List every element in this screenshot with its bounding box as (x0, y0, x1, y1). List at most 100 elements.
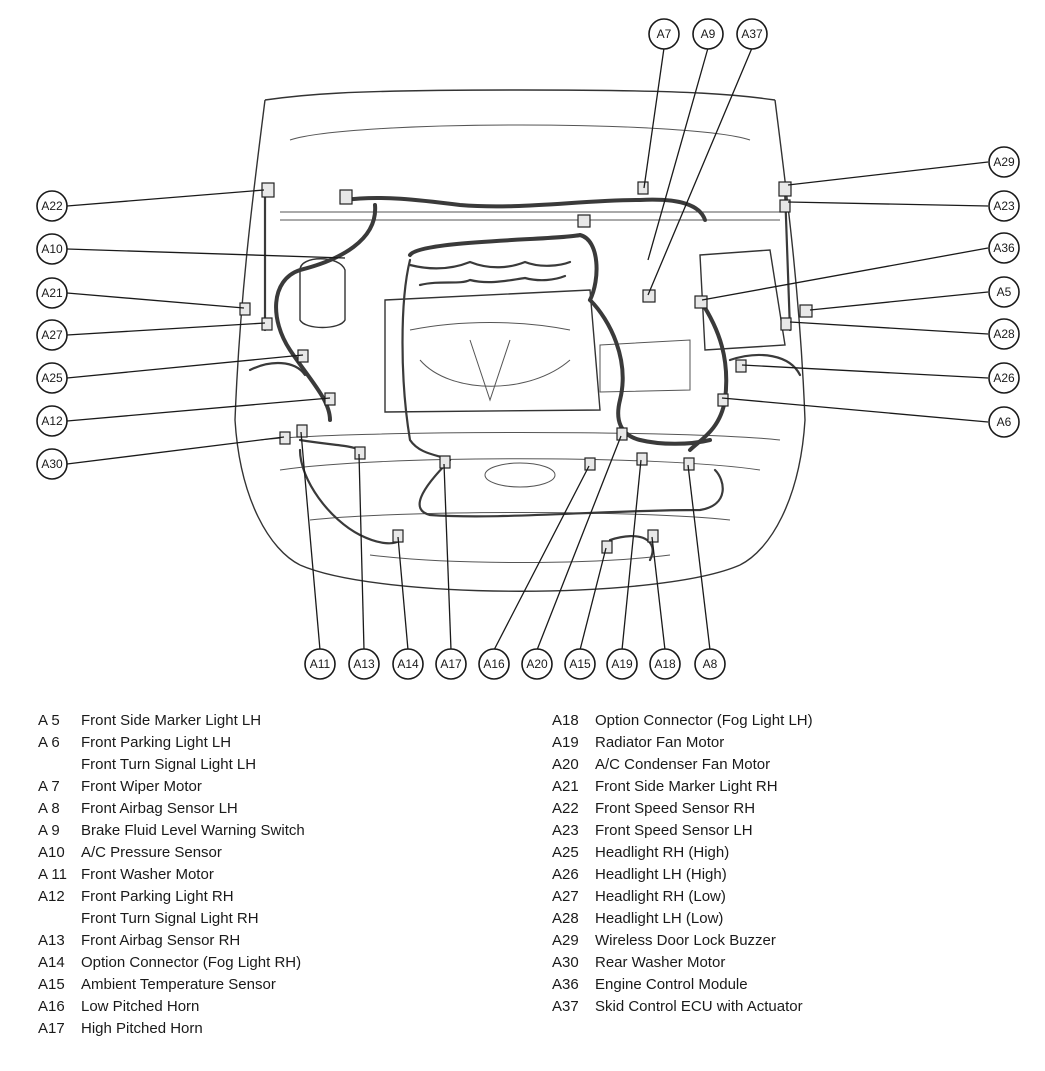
legend-code: A 7 (38, 778, 60, 795)
connector-a19-marker (636, 452, 648, 466)
callout-label: A18 (654, 657, 676, 671)
legend-description: A/C Pressure Sensor (81, 844, 222, 861)
legend-code: A21 (552, 778, 579, 795)
callout-a19: A19 (606, 648, 638, 680)
callout-a29: A29 (988, 146, 1020, 178)
callout-label: A8 (703, 657, 718, 671)
callout-circle (694, 648, 726, 680)
callout-a15: A15 (564, 648, 596, 680)
legend-code: A29 (552, 932, 579, 949)
legend-description: Option Connector (Fog Light LH) (595, 712, 813, 729)
legend-code: A13 (38, 932, 65, 949)
legend-code: A36 (552, 976, 579, 993)
legend-description: Front Airbag Sensor LH (81, 800, 238, 817)
callout-circle (36, 448, 68, 480)
legend-description-continuation: Front Turn Signal Light LH (81, 756, 257, 773)
connector-a12-marker (324, 392, 336, 406)
connector-a25-marker (297, 349, 309, 363)
legend-code: A 9 (38, 822, 60, 839)
callout-circle (521, 648, 553, 680)
legend-entry: A19 Radiator Fan Motor (552, 732, 1012, 754)
connector-a7-marker (637, 181, 649, 195)
legend-code: A15 (38, 976, 65, 993)
callout-circle (36, 277, 68, 309)
callout-label: A15 (569, 657, 591, 671)
legend-code: A25 (552, 844, 579, 861)
callout-a12: A12 (36, 405, 68, 437)
legend-description: Front Airbag Sensor RH (81, 932, 241, 949)
legend-entry: A36 Engine Control Module (552, 974, 1012, 996)
legend-description: Ambient Temperature Sensor (81, 976, 276, 993)
callout-circle (988, 146, 1020, 178)
legend-description: Headlight RH (Low) (595, 888, 726, 905)
legend-description: High Pitched Horn (81, 1020, 203, 1037)
callout-label: A14 (397, 657, 419, 671)
legend-description: Headlight LH (High) (595, 866, 727, 883)
legend-code: A 5 (38, 712, 60, 729)
callout-label: A36 (993, 241, 1015, 255)
callout-a25: A25 (36, 362, 68, 394)
connector-a29-marker (778, 181, 792, 197)
callout-circle (736, 18, 768, 50)
callout-circle (988, 190, 1020, 222)
legend-description: Headlight LH (Low) (595, 910, 724, 927)
legend-description: Option Connector (Fog Light RH) (81, 954, 302, 971)
callout-a5: A5 (988, 276, 1020, 308)
callout-label: A9 (701, 27, 716, 41)
callout-a22: A22 (36, 190, 68, 222)
legend-code: A 11 (38, 866, 67, 883)
connector-a15-marker (601, 540, 613, 554)
legend-entry: A15 Ambient Temperature Sensor (38, 974, 498, 996)
callout-circle (649, 648, 681, 680)
legend-description: Skid Control ECU with Actuator (595, 998, 803, 1015)
callout-label: A26 (993, 371, 1015, 385)
connector-a16-marker (584, 457, 596, 471)
callout-circle (988, 362, 1020, 394)
connector-a37-marker (642, 289, 656, 303)
legend-code: A 6 (38, 734, 60, 751)
legend-code: A17 (38, 1020, 65, 1037)
connector-a23-marker (779, 199, 791, 213)
legend-code: A19 (552, 734, 579, 751)
callout-a20: A20 (521, 648, 553, 680)
callout-a21: A21 (36, 277, 68, 309)
callout-circle (392, 648, 424, 680)
callout-label: A5 (997, 285, 1012, 299)
vehicle-body-outline (234, 89, 806, 592)
callout-circle (36, 319, 68, 351)
callout-a28: A28 (988, 318, 1020, 350)
callout-circle (36, 405, 68, 437)
callout-a27: A27 (36, 319, 68, 351)
callout-circle (36, 233, 68, 265)
legend-code: A30 (552, 954, 579, 971)
callout-label: A17 (440, 657, 462, 671)
connector-a28-marker (780, 317, 792, 331)
callout-label: A12 (41, 414, 63, 428)
legend-code: A12 (38, 888, 65, 905)
legend-code: A22 (552, 800, 579, 817)
legend-description: Front Washer Motor (81, 866, 214, 883)
callout-circle (36, 190, 68, 222)
legend-description-continuation: Front Turn Signal Light RH (81, 910, 259, 927)
legend-entry: A13 Front Airbag Sensor RH (38, 930, 498, 952)
connector-a17-marker (439, 455, 451, 469)
callout-label: A10 (41, 242, 63, 256)
legend-description: Engine Control Module (595, 976, 748, 993)
connector-a30-marker (279, 431, 291, 445)
callout-label: A30 (41, 457, 63, 471)
legend-description: Radiator Fan Motor (595, 734, 725, 751)
callout-a6: A6 (988, 406, 1020, 438)
callout-a9: A9 (692, 18, 724, 50)
callout-a13: A13 (348, 648, 380, 680)
legend-code: A37 (552, 998, 579, 1015)
callout-label: A27 (41, 328, 63, 342)
